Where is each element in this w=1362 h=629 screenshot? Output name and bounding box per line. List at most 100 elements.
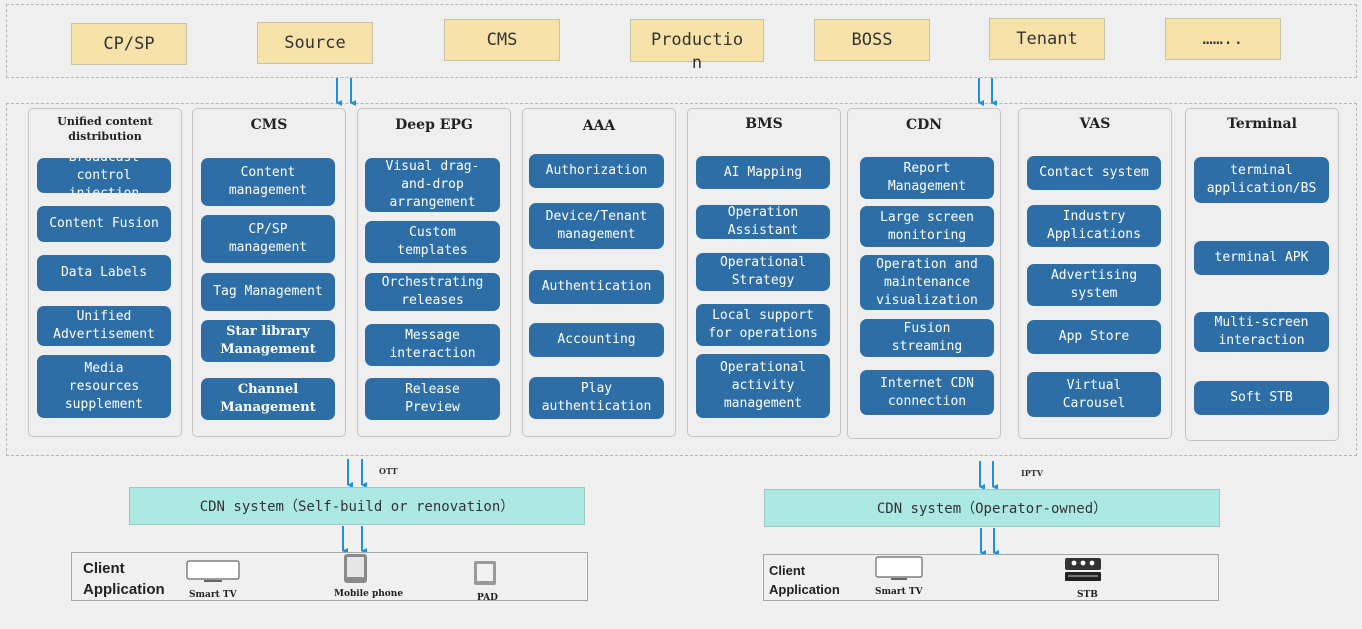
module-item: Contact system (1027, 156, 1161, 190)
pad-icon (474, 561, 496, 585)
module-item-label: Visual drag- and-drop arrangement (385, 159, 480, 210)
column-title: CDN (905, 117, 943, 133)
module-item: Message interaction (365, 324, 500, 366)
cms-source: CMS (444, 19, 560, 61)
client-box-left: Client Application Smart TV Mobile phone… (71, 552, 588, 603)
module-item-label: Operation and maintenance visualization (876, 256, 978, 308)
module-item-label: Soft STB (1230, 390, 1293, 405)
ott-label: OTT (379, 466, 398, 476)
boss-source: BOSS (814, 19, 930, 61)
module-item-label: CP/SP management (228, 222, 308, 255)
cp-sp-source: CP/SP (71, 23, 187, 65)
module-item: Data Labels (37, 255, 171, 291)
module-item: terminal APK (1194, 241, 1329, 275)
module-item: Media resources supplement (37, 355, 171, 418)
module-item: Accounting (529, 323, 664, 357)
module-item-label: Virtual Carousel (1062, 377, 1126, 411)
module-item-label: Content Fusion (49, 216, 159, 231)
module-item-label: Authorization (545, 163, 648, 178)
module-item: Content Fusion (37, 206, 171, 242)
module-item-label: Device/Tenant management (545, 209, 648, 242)
module-item: Play authentication (529, 377, 664, 419)
module-item-label: Industry Applications (1047, 209, 1141, 242)
module-item: Tag Management (201, 273, 335, 311)
stb-icon (1065, 558, 1101, 581)
module-item: Multi-screen interaction (1194, 312, 1329, 352)
module-item: Authentication (529, 270, 664, 304)
module-item-label: Orchestrating releases (381, 275, 484, 308)
module-item: Device/Tenant management (529, 203, 664, 249)
module-item-label: Authentication (541, 279, 652, 294)
module-item-label: Content management (228, 165, 308, 198)
module-item-label: Broadcast control injection (68, 158, 140, 193)
module-item: Visual drag- and-drop arrangement (365, 158, 500, 212)
more-sources: …….. (1165, 18, 1281, 60)
module-item-label: Custom templates (397, 225, 468, 258)
module-item-label: Multi-screen interaction (1214, 315, 1309, 348)
module-item-label: Data Labels (60, 265, 148, 280)
module-item-label: Operational activity management (719, 360, 807, 411)
tenant-source: Tenant (989, 18, 1105, 60)
module-item-label: Unified Advertisement (53, 309, 155, 342)
column-title: AAA (582, 118, 616, 134)
mobile-phone-icon (344, 554, 367, 583)
production-source: Productio n (630, 19, 764, 73)
module-item-label: Star library Management (220, 324, 316, 357)
module-item: Operation Assistant (696, 205, 830, 239)
client-application-label: Client Application (83, 560, 165, 598)
module-item: CP/SP management (201, 215, 335, 263)
module-item: Orchestrating releases (365, 273, 500, 311)
smart-tv-icon (186, 560, 240, 582)
cdn-self-build-bar: CDN system（Self-build or renovation） (129, 487, 585, 525)
module-item: Operational activity management (696, 354, 830, 418)
source-source: Source (257, 22, 373, 64)
module-item: Operational Strategy (696, 253, 830, 291)
module-item: Advertising system (1027, 264, 1161, 306)
module-item-label: terminal application/BS (1206, 163, 1317, 196)
device-label-smart-tv: Smart TV (189, 590, 237, 600)
device-label-smart-tv: Smart TV (875, 587, 923, 597)
module-item: App Store (1027, 320, 1161, 354)
module-item-label: Tag Management (213, 284, 323, 299)
module-item-label: Internet CDN connection (880, 375, 974, 409)
column-title: BMS (745, 116, 783, 132)
device-label-mobile-phone: Mobile phone (334, 589, 404, 599)
module-item-label: Local support for operations (708, 308, 818, 341)
module-item: Report Management (860, 157, 994, 199)
column-title: Deep EPG (395, 117, 473, 133)
iptv-label: IPTV (1021, 468, 1043, 478)
module-item-label: App Store (1058, 329, 1130, 344)
module-item-label: Accounting (557, 332, 636, 347)
module-item-label: Large screen monitoring (880, 209, 974, 243)
module-item-label: Advertising system (1050, 268, 1138, 301)
module-item-label: Fusion streaming (891, 321, 963, 354)
module-item-label: Report Management (887, 161, 967, 194)
module-item: Operation and maintenance visualization (860, 255, 994, 310)
column-title: CMS (250, 117, 288, 133)
column-title: VAS (1079, 116, 1111, 132)
module-item: AI Mapping (696, 156, 830, 189)
module-item: Virtual Carousel (1027, 372, 1161, 417)
module-item-label: Message interaction (389, 328, 476, 361)
module-item: Large screen monitoring (860, 206, 994, 247)
device-label-stb: STB (1077, 590, 1098, 600)
module-item: terminal application/BS (1194, 157, 1329, 203)
module-item-label: Contact system (1039, 165, 1149, 180)
client-application-label: Client Application (769, 563, 840, 597)
module-item: Broadcast control injection (37, 158, 171, 193)
module-item: Channel Management (201, 378, 335, 420)
module-item: Unified Advertisement (37, 306, 171, 346)
module-item-label: Play authentication (541, 381, 652, 414)
module-item: Authorization (529, 154, 664, 188)
device-label-pad: PAD (477, 593, 498, 603)
module-item: Custom templates (365, 221, 500, 263)
module-item: Content management (201, 158, 335, 206)
module-item-label: Operation Assistant (727, 205, 799, 238)
module-item: Local support for operations (696, 304, 830, 346)
module-item-label: Operational Strategy (719, 255, 807, 288)
module-item-label: Release Preview (405, 382, 460, 415)
cdn-operator-bar: CDN system（Operator-owned） (764, 489, 1220, 527)
column-title: Unified content distribution (57, 115, 153, 143)
module-item: Release Preview (365, 378, 500, 420)
